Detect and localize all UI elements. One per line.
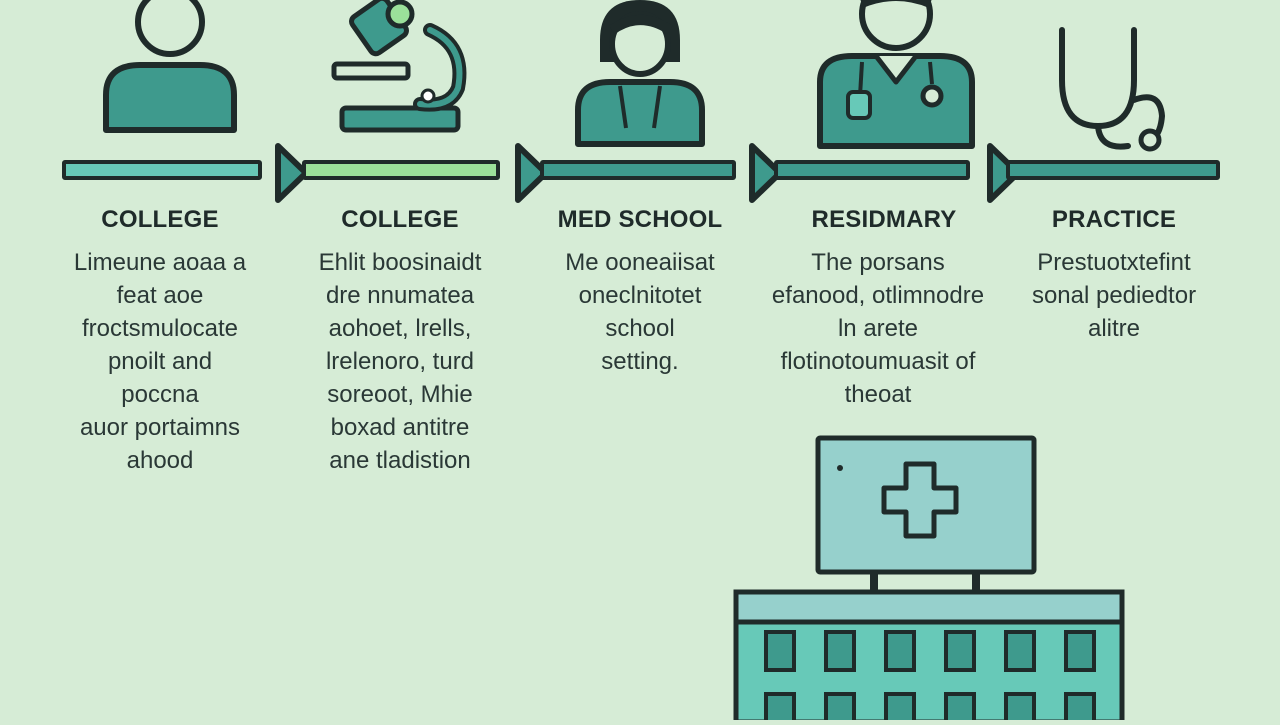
stage-description: Limeune aoaa a feat aoe froctsmulocate p… (73, 249, 247, 474)
stethoscope-icon (1000, 0, 1240, 160)
stage-practice (1000, 0, 1240, 480)
stage-college-2 (280, 0, 520, 480)
stage-title: PRACTICE (1051, 206, 1177, 233)
person-icon (50, 0, 290, 160)
stage-title: MED SCHOOL (557, 206, 723, 233)
stage-description: Me ooneaiisat oneclnitotet school settin… (565, 249, 715, 375)
stage-residency (776, 0, 1016, 480)
student-icon (520, 0, 760, 160)
arrow-head-icon (987, 143, 1021, 203)
hospital-icon (730, 430, 1130, 725)
arrow-head-icon (749, 143, 783, 203)
stage-description: Ehlit boosinaidt dre nnumatea aohoet, lr… (318, 249, 482, 474)
stage-title: RESIDMARY (811, 206, 957, 233)
timeline-bar-5 (1006, 160, 1220, 180)
doctor-icon (776, 0, 1016, 160)
stage-med-school (520, 0, 760, 480)
arrow-head-icon (275, 143, 309, 203)
timeline-bar-4 (774, 160, 970, 180)
arrow-head-icon (515, 143, 549, 203)
microscope-icon (280, 0, 520, 160)
stage-description: The porsans efanood, otlimnodre ln arete… (771, 249, 985, 408)
timeline-bar-3 (540, 160, 736, 180)
stage-college-1 (50, 0, 290, 480)
timeline-bar-1 (62, 160, 262, 180)
stage-title: COLLEGE (341, 206, 459, 233)
stage-title: COLLEGE (101, 206, 219, 233)
timeline-bar-2 (302, 160, 500, 180)
stage-description: Prestuotxtefint sonal pediedtor alitre (1031, 249, 1197, 342)
